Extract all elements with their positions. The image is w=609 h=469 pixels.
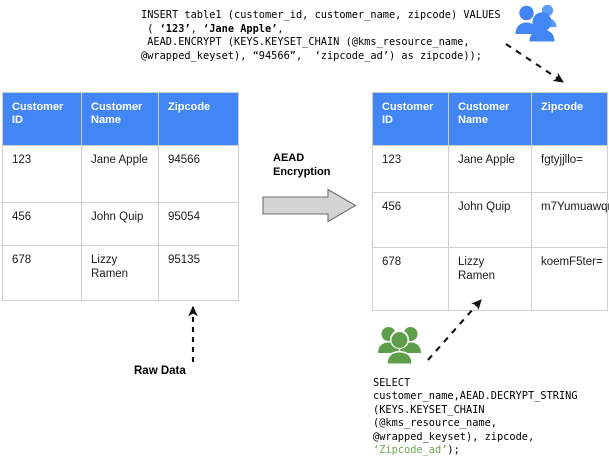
cell-customer-name: Jane Apple	[81, 145, 159, 203]
insert-sql-line-2-mid: ,	[190, 22, 204, 35]
aead-encryption-label: AEAD Encryption	[273, 152, 330, 179]
cell-customer-name: Jane Apple	[448, 145, 532, 193]
select-sql-line-6-tail: );	[447, 444, 460, 457]
cell-customer-id: 678	[372, 247, 449, 311]
cell-customer-id: 456	[372, 192, 449, 248]
cell-zipcode: fgtyjjllo=	[531, 145, 608, 193]
select-sql-line-3: (KEYS.KEYSET_CHAIN	[373, 403, 485, 416]
table-row: 123 Jane Apple 94566	[2, 145, 239, 203]
select-sql-statement: SELECT customer_name,AEAD.DECRYPT_STRING…	[373, 377, 578, 457]
insert-flow-dashed-arrow	[505, 43, 564, 83]
cell-customer-id: 678	[2, 245, 82, 301]
aead-encryption-block-arrow	[262, 188, 357, 223]
cell-zipcode: 95054	[158, 202, 239, 246]
header-text: ID	[382, 114, 393, 126]
header-text: Customer	[382, 101, 434, 113]
cell-zipcode: m7Yumuawqry	[531, 192, 609, 248]
insert-sql-literal-name: ‘Jane Apple’	[203, 22, 278, 35]
table-row: 456 John Quip m7Yumuawqry	[372, 192, 609, 248]
header-text: Zipcode	[541, 101, 584, 113]
cell-customer-id: 456	[2, 202, 82, 246]
cell-customer-name: John Quip	[448, 192, 532, 248]
cell-customer-id: 123	[2, 145, 82, 203]
cell-zipcode: 95135	[158, 245, 239, 301]
insert-sql-line-1: INSERT table1 (customer_id, customer_nam…	[141, 9, 501, 21]
insert-sql-statement: INSERT table1 (customer_id, customer_nam…	[141, 9, 501, 63]
insert-sql-line-3: AEAD.ENCRYPT (KEYS.KEYSET_CHAIN (@kms_re…	[141, 36, 470, 49]
header-text: Name	[91, 114, 121, 126]
people-icon-green	[378, 327, 421, 364]
insert-sql-literal-id: ‘123’	[159, 22, 191, 35]
aead-label-line-2: Encryption	[273, 165, 331, 178]
header-text: Customer	[91, 101, 143, 113]
table-row: 123 Jane Apple fgtyjjllo=	[372, 145, 608, 193]
table-row: 678 Lizzy Ramen 95135	[2, 245, 239, 301]
table-row: 678 Lizzy Ramen koemF5ter=	[372, 247, 608, 311]
header-text: Customer	[12, 101, 64, 113]
people-icon-blue	[515, 4, 557, 42]
column-header-zipcode: Zipcode	[531, 92, 608, 146]
insert-sql-line-2-open: (	[141, 22, 160, 35]
select-sql-literal-zipcode-ad: ‘Zipcode_ad’	[373, 444, 448, 457]
column-header-zipcode: Zipcode	[158, 92, 239, 146]
cell-customer-name: Lizzy Ramen	[81, 245, 159, 301]
select-sql-line-4: (@kms_resource_name,	[373, 417, 497, 430]
cell-zipcode: 94566	[158, 145, 239, 203]
header-text: Customer	[458, 101, 510, 113]
header-text: Zipcode	[168, 101, 211, 113]
insert-sql-line-2-end: ,	[277, 22, 284, 35]
cell-zipcode: koemF5ter=	[531, 247, 608, 311]
select-sql-line-1: SELECT	[373, 377, 411, 389]
header-text: Name	[458, 114, 488, 126]
select-sql-line-5: @wrapped_keyset), zipcode,	[373, 430, 535, 443]
cell-customer-name: John Quip	[81, 202, 159, 246]
select-sql-line-2: customer_name,AEAD.DECRYPT_STRING	[373, 390, 578, 403]
cell-customer-name: Lizzy Ramen	[448, 247, 532, 311]
insert-sql-line-4: @wrapped_keyset), “94566”, ‘zipcode_ad’)…	[141, 49, 482, 62]
raw-data-label: Raw Data	[134, 365, 186, 377]
cell-customer-id: 123	[372, 145, 449, 193]
table-row: 456 John Quip 95054	[2, 202, 239, 246]
header-text: ID	[12, 114, 23, 126]
aead-label-line-1: AEAD	[273, 152, 305, 164]
